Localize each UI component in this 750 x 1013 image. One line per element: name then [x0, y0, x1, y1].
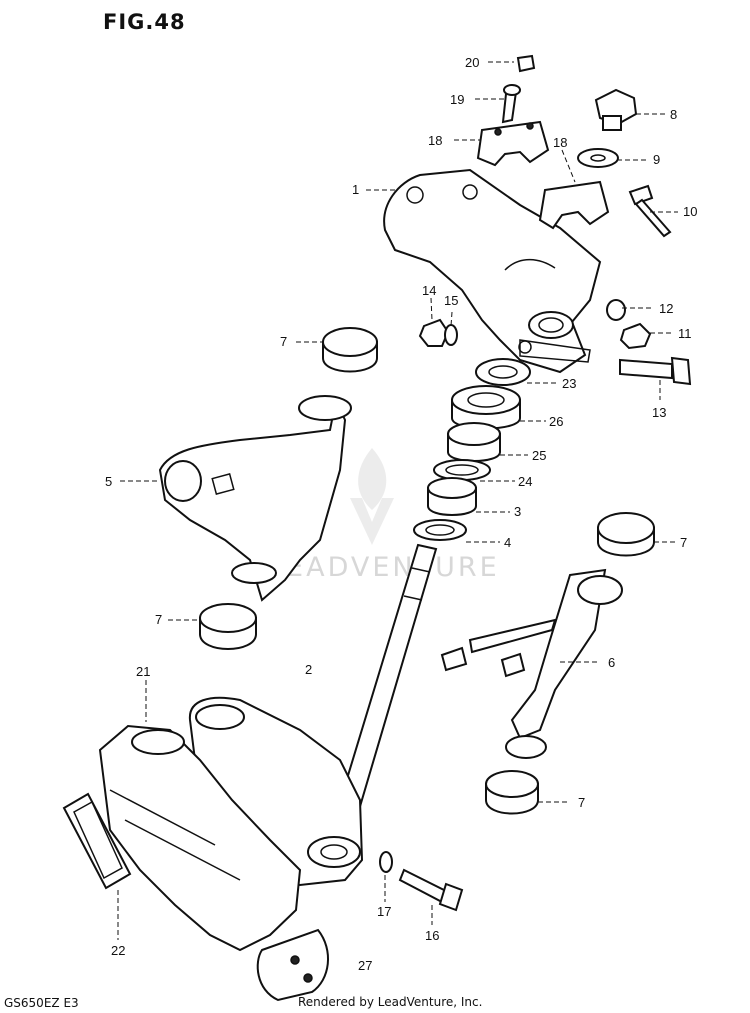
callout-20: 20	[465, 55, 479, 70]
callout-11: 11	[678, 326, 692, 341]
small-nut	[418, 318, 450, 347]
callout-6: 6	[608, 655, 615, 670]
cushion-mid-left	[199, 603, 257, 650]
cushion-top-left	[322, 327, 378, 373]
callout-18-right: 18	[553, 135, 567, 150]
callout-9: 9	[653, 152, 660, 167]
callout-4: 4	[504, 535, 511, 550]
callout-7-top-left: 7	[280, 334, 287, 349]
bearing-stack	[413, 358, 531, 541]
callout-3: 3	[514, 504, 521, 519]
stem-washer	[577, 148, 619, 168]
label-plate	[62, 792, 132, 890]
watermark: LEADVENTURE	[268, 552, 500, 583]
cushion-bottom-right	[485, 770, 539, 815]
pinch-washer	[606, 299, 626, 321]
callout-19: 19	[450, 92, 464, 107]
callout-26: 26	[549, 414, 563, 429]
footer-credit: Rendered by LeadVenture, Inc.	[298, 995, 483, 1009]
pinch-bolt-upper	[628, 184, 672, 238]
callout-12: 12	[659, 301, 673, 316]
lower-washer	[379, 851, 393, 873]
lower-cover	[98, 724, 302, 952]
steering-stem	[334, 543, 438, 822]
model-code: GS650EZ E3	[4, 996, 79, 1010]
watermark-logo	[350, 448, 394, 545]
cushion-right	[597, 512, 655, 557]
callout-7-right: 7	[680, 535, 687, 550]
callout-7-mid-left: 7	[155, 612, 162, 627]
figure-title: FIG.48	[103, 10, 186, 34]
callout-8: 8	[670, 107, 677, 122]
holder-bolt	[501, 54, 536, 124]
callout-17: 17	[377, 904, 391, 919]
callout-7-bottom-right: 7	[578, 795, 585, 810]
pinch-bolt-lower	[619, 356, 692, 386]
callout-23: 23	[562, 376, 576, 391]
pinch-nut	[619, 322, 652, 350]
callout-labels: 1 2 3 4 5 6 7 7 7 7 8 9 10 11 12 13 14 1…	[105, 55, 697, 973]
callout-15: 15	[444, 293, 458, 308]
callout-13: 13	[652, 405, 666, 420]
lower-pinch-bolt	[398, 868, 464, 912]
callout-5: 5	[105, 474, 112, 489]
handlebar-holder-right	[538, 180, 610, 230]
leader-lines	[117, 61, 678, 940]
callout-18-left: 18	[428, 133, 442, 148]
callout-1: 1	[352, 182, 359, 197]
callout-25: 25	[532, 448, 546, 463]
callout-10: 10	[683, 204, 697, 219]
headlamp-bracket-left	[158, 395, 352, 602]
callout-22: 22	[111, 943, 125, 958]
small-washer	[444, 324, 458, 346]
callout-24: 24	[518, 474, 532, 489]
lower-cushion	[256, 928, 330, 1002]
headlamp-bracket-right	[440, 568, 623, 759]
handlebar-holder-left	[476, 120, 550, 167]
callout-16: 16	[425, 928, 439, 943]
steering-stem-cap-bolt	[594, 88, 638, 131]
callout-14: 14	[422, 283, 436, 298]
callout-21: 21	[136, 664, 150, 679]
callout-2: 2	[305, 662, 312, 677]
callout-27: 27	[358, 958, 372, 973]
